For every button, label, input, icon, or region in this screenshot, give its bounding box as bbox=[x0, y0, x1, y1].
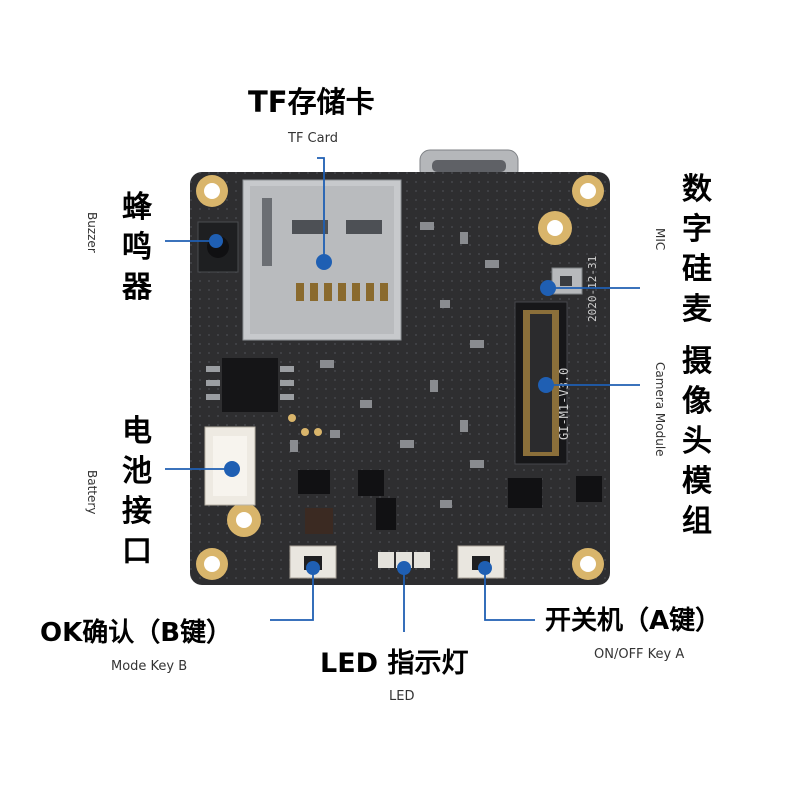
buzzer-label-zh: 蜂鸣器 bbox=[122, 190, 152, 305]
mounting-hole-bottom-left bbox=[196, 548, 228, 580]
usb-port bbox=[432, 160, 506, 172]
gold-test-pads bbox=[288, 414, 322, 436]
callout-dot-buzzer bbox=[209, 234, 223, 248]
callout-dot-led bbox=[397, 561, 411, 575]
callout-dot-mic bbox=[540, 280, 556, 296]
power-key-label-zh: 开关机（A键） bbox=[545, 606, 722, 636]
silkscreen-version: GI-M1-V3.0 bbox=[557, 368, 571, 440]
callout-lines bbox=[165, 157, 640, 632]
callout-line-power bbox=[484, 568, 535, 621]
power-key-label-en: ON/OFF Key A bbox=[594, 647, 685, 662]
callout-line-ok bbox=[270, 568, 314, 621]
ok-key-label-en: Mode Key B bbox=[111, 659, 188, 674]
ok-key-label-zh: OK确认（B键） bbox=[40, 618, 233, 648]
inductor bbox=[305, 508, 333, 534]
main-ic bbox=[206, 358, 294, 412]
mounting-hole-bottom-right bbox=[572, 548, 604, 580]
led-label-zh: LED 指示灯 bbox=[320, 648, 469, 679]
small-ic bbox=[298, 470, 330, 494]
mounting-hole-inner-lower bbox=[227, 503, 261, 537]
camera-label-zh: 摄像头模组 bbox=[682, 344, 712, 539]
small-ic bbox=[358, 470, 384, 496]
tf-card-label-zh: TF存储卡 bbox=[248, 85, 375, 119]
passive-components bbox=[290, 222, 499, 508]
callout-line-tf bbox=[317, 157, 325, 262]
callout-dot-battery bbox=[224, 461, 240, 477]
battery-label-en: Battery bbox=[85, 470, 99, 515]
mounting-hole-top-left bbox=[196, 175, 228, 207]
tf-card-label-en: TF Card bbox=[288, 131, 338, 146]
mic-label-en: MIC bbox=[653, 228, 667, 251]
callout-dot-tf bbox=[316, 254, 332, 270]
led-label-en: LED bbox=[389, 689, 415, 704]
callout-dot-power bbox=[478, 561, 492, 575]
mic-component bbox=[551, 267, 583, 295]
small-ic bbox=[508, 478, 542, 508]
callout-dot-camera bbox=[538, 377, 554, 393]
small-ic bbox=[576, 476, 602, 502]
callout-dots bbox=[209, 234, 556, 575]
mounting-hole-top-right bbox=[572, 175, 604, 207]
small-ic bbox=[376, 498, 396, 530]
camera-label-en: Camera Module bbox=[653, 362, 667, 457]
mounting-hole-inner-upper bbox=[538, 211, 572, 245]
mic-label-zh: 数字硅麦 bbox=[682, 172, 712, 327]
battery-label-zh: 电池接口 bbox=[122, 414, 152, 569]
led-indicators bbox=[378, 552, 430, 568]
callout-dot-ok bbox=[306, 561, 320, 575]
buzzer-label-en: Buzzer bbox=[85, 212, 99, 253]
